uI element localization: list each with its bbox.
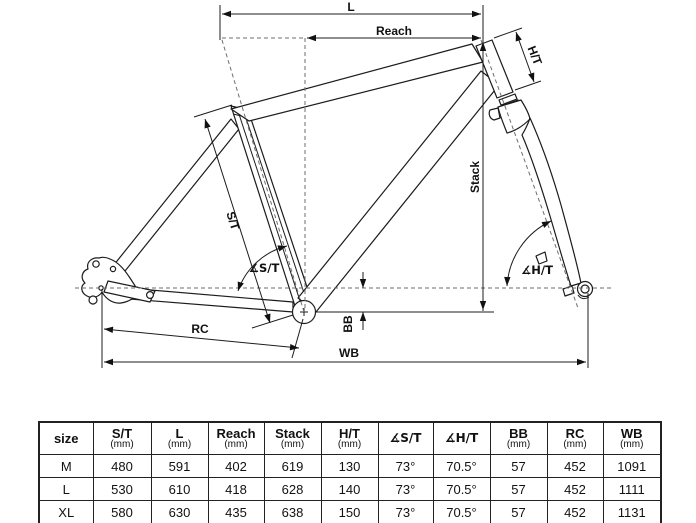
value-cell: 1091 (602, 454, 662, 478)
seat-tube (230, 105, 313, 307)
geometry-diagram: L Reach Stack H/T S/T ∡S/T ∡H/T BB RC WB (75, 0, 612, 368)
value-cell: 630 (150, 500, 209, 523)
geometry-table: size S/T(mm) L(mm) Reach(mm) Stack(mm) H… (38, 421, 662, 523)
value-cell: 70.5° (432, 454, 491, 478)
dim-wheelbase (104, 358, 586, 366)
header-row: size S/T(mm) L(mm) Reach(mm) Stack(mm) H… (38, 421, 662, 455)
size-cell: M (38, 454, 94, 478)
value-cell: 57 (489, 477, 548, 501)
dim-reach (307, 34, 481, 42)
label-reach: Reach (376, 24, 412, 38)
size-cell: L (38, 477, 94, 501)
label-l: L (347, 0, 354, 14)
head-tube (475, 39, 514, 99)
bottom-bracket (291, 299, 317, 325)
fork-leg (521, 117, 582, 287)
fork-brake-mount (535, 251, 548, 265)
label-angle-ht: ∡H/T (521, 263, 553, 277)
table-row-l: L 530 610 418 628 140 73° 70.5° 57 452 1… (38, 477, 662, 501)
label-angle-st: ∡S/T (249, 261, 280, 275)
dimensions (101, 5, 589, 368)
dim-head-angle (503, 218, 553, 287)
value-cell: 480 (92, 454, 152, 478)
value-cell: 1131 (602, 500, 662, 523)
value-cell: 435 (207, 500, 265, 523)
table-row-xl: XL 580 630 435 638 150 73° 70.5° 57 452 … (38, 500, 662, 523)
label-rc: RC (191, 322, 209, 336)
dim-head-tube (512, 31, 538, 83)
value-cell: 70.5° (432, 477, 491, 501)
size-cell: XL (38, 500, 94, 523)
label-bb: BB (341, 315, 355, 333)
bike-frame (81, 39, 594, 325)
dim-bb-drop (359, 272, 367, 330)
reference-axes (75, 37, 612, 313)
col-reach: Reach(mm) (207, 421, 265, 455)
value-cell: 1111 (602, 477, 662, 501)
value-cell: 530 (92, 477, 152, 501)
col-stack: Stack(mm) (263, 421, 322, 455)
dim-seat-angle (234, 242, 288, 292)
dim-seat-tube (201, 118, 274, 324)
value-cell: 452 (546, 477, 604, 501)
seat-tube-axis (221, 39, 305, 313)
col-size: size (38, 421, 94, 455)
table-row-m: M 480 591 402 619 130 73° 70.5° 57 452 1… (38, 454, 662, 478)
value-cell: 619 (263, 454, 322, 478)
dim-rear-center (103, 325, 300, 352)
diagram-labels: L Reach Stack H/T S/T ∡S/T ∡H/T BB RC WB (191, 0, 553, 360)
label-ht: H/T (525, 44, 545, 68)
seat-stay (108, 118, 240, 282)
value-cell: 57 (489, 500, 548, 523)
value-cell: 402 (207, 454, 265, 478)
col-angle-ht: ∡H/T (432, 421, 491, 455)
col-wb: WB(mm) (602, 421, 662, 455)
value-cell: 580 (92, 500, 152, 523)
value-cell: 73° (377, 477, 434, 501)
label-stack: Stack (468, 161, 482, 193)
head-tube-axis (480, 39, 579, 309)
value-cell: 591 (150, 454, 209, 478)
fork-cable-hanger (488, 107, 501, 121)
rear-derailleur (81, 256, 156, 305)
dim-top-tube-length (222, 10, 481, 18)
col-bb: BB(mm) (489, 421, 548, 455)
value-cell: 150 (320, 500, 379, 523)
label-wb: WB (339, 346, 359, 360)
col-rc: RC(mm) (546, 421, 604, 455)
col-l: L(mm) (150, 421, 209, 455)
value-cell: 73° (377, 454, 434, 478)
value-cell: 628 (263, 477, 322, 501)
value-cell: 73° (377, 500, 434, 523)
value-cell: 130 (320, 454, 379, 478)
col-st: S/T(mm) (92, 421, 152, 455)
value-cell: 610 (150, 477, 209, 501)
col-angle-st: ∡S/T (377, 421, 434, 455)
value-cell: 452 (546, 454, 604, 478)
value-cell: 452 (546, 500, 604, 523)
value-cell: 57 (489, 454, 548, 478)
label-st: S/T (223, 210, 242, 233)
value-cell: 638 (263, 500, 322, 523)
value-cell: 418 (207, 477, 265, 501)
top-tube (230, 43, 484, 122)
value-cell: 140 (320, 477, 379, 501)
col-ht: H/T(mm) (320, 421, 379, 455)
value-cell: 70.5° (432, 500, 491, 523)
